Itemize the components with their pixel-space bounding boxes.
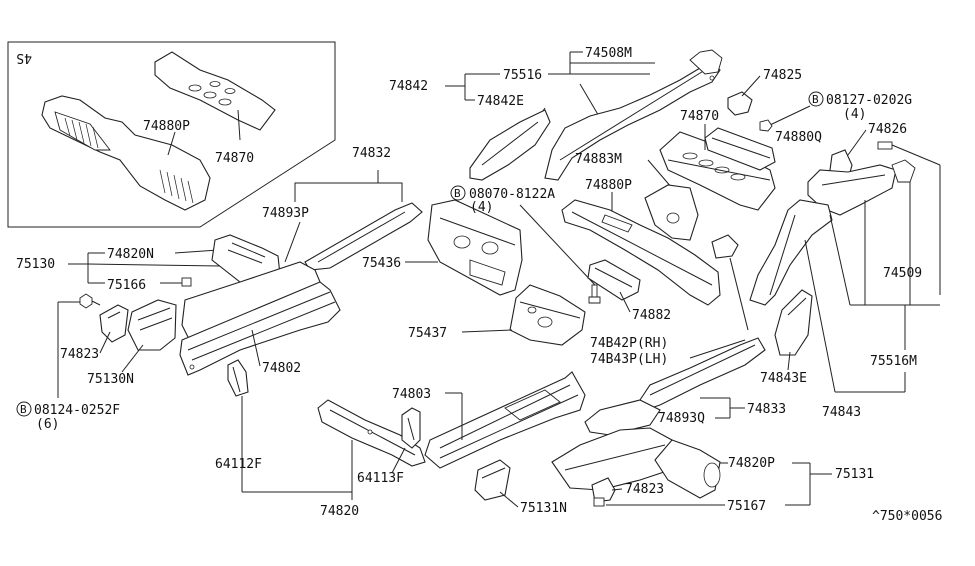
label-74823-left: 74823 xyxy=(60,347,99,362)
inset-floor-part xyxy=(41,95,211,211)
part-75436 xyxy=(427,199,523,296)
label-75130: 75130 xyxy=(16,257,55,272)
label-74880P-inset: 74880P xyxy=(143,119,190,134)
inset-label: 4S xyxy=(16,50,32,65)
part-74883M xyxy=(644,184,699,241)
label-75437: 75437 xyxy=(408,326,447,341)
label-75131: 75131 xyxy=(835,467,874,482)
part-74820 xyxy=(317,399,426,467)
part-74843 xyxy=(749,159,916,306)
bolt-08127 xyxy=(759,119,773,132)
part-75166 xyxy=(181,277,192,287)
label-74870-inset: 74870 xyxy=(215,151,254,166)
label-75436: 75436 xyxy=(362,256,401,271)
part-74B42P xyxy=(711,234,739,259)
part-74893Q xyxy=(584,399,661,436)
part-64112F xyxy=(227,359,249,397)
label-74820: 74820 xyxy=(320,504,359,519)
label-08127: 08127-0202G xyxy=(826,93,912,108)
bolt-symbol-icon-3 xyxy=(808,91,824,107)
label-74882: 74882 xyxy=(632,308,671,323)
part-74880P xyxy=(561,199,721,306)
label-74880P: 74880P xyxy=(585,178,632,193)
bolt-08124 xyxy=(79,293,101,309)
label-qty-4b: (4) xyxy=(843,107,866,122)
label-75516: 75516 xyxy=(503,68,542,83)
label-74826: 74826 xyxy=(868,122,907,137)
label-74825: 74825 xyxy=(763,68,802,83)
label-74820N: 74820N xyxy=(107,247,154,262)
part-74880Q xyxy=(704,127,776,171)
label-74883M: 74883M xyxy=(575,152,622,167)
label-74803: 74803 xyxy=(392,387,431,402)
part-74843E xyxy=(774,289,813,356)
label-08070: 08070-8122A xyxy=(469,187,555,202)
part-74820P xyxy=(654,439,721,499)
part-75516 xyxy=(544,49,723,181)
part-74842E xyxy=(469,109,551,181)
inset-4s: 4S 74880P 74870 xyxy=(7,41,336,228)
part-74882 xyxy=(587,259,641,301)
label-64113F: 64113F xyxy=(357,471,404,486)
label-qty-4a: (4) xyxy=(470,200,493,215)
label-74893P: 74893P xyxy=(262,206,309,221)
label-74B42P: 74B42P(RH) xyxy=(590,336,668,351)
part-75130N xyxy=(127,299,177,351)
label-75166: 75166 xyxy=(107,278,146,293)
part-64113F xyxy=(401,407,421,449)
part-74802 xyxy=(179,261,341,376)
part-74870 xyxy=(659,131,776,211)
label-74870: 74870 xyxy=(680,109,719,124)
part-75437 xyxy=(509,284,586,346)
label-75167: 75167 xyxy=(727,499,766,514)
label-75516M: 75516M xyxy=(870,354,917,369)
label-74842: 74842 xyxy=(389,79,428,94)
part-74823-left xyxy=(99,304,129,343)
part-75131N xyxy=(474,459,511,501)
label-08124: 08124-0252F xyxy=(34,403,120,418)
part-74803 xyxy=(424,371,586,469)
label-qty-6: (6) xyxy=(36,417,59,432)
svg-text:B: B xyxy=(454,187,461,200)
svg-text:B: B xyxy=(812,93,819,106)
part-75167 xyxy=(593,497,605,507)
label-74832: 74832 xyxy=(352,146,391,161)
label-74842E: 74842E xyxy=(477,94,524,109)
label-74509: 74509 xyxy=(883,266,922,281)
part-74825 xyxy=(727,91,753,116)
label-74508M: 74508M xyxy=(585,46,632,61)
label-74B43P: 74B43P(LH) xyxy=(590,352,668,367)
label-74893Q: 74893Q xyxy=(658,411,705,426)
bolt-08070 xyxy=(588,284,601,304)
label-74833: 74833 xyxy=(747,402,786,417)
label-75130N: 75130N xyxy=(87,372,134,387)
label-74880Q: 74880Q xyxy=(775,130,822,145)
bolt-symbol-icon-2 xyxy=(450,185,466,201)
label-74843E: 74843E xyxy=(760,371,807,386)
label-74820P: 74820P xyxy=(728,456,775,471)
label-74802: 74802 xyxy=(262,361,301,376)
clip-right-top xyxy=(877,141,893,150)
label-74843: 74843 xyxy=(822,405,861,420)
label-75131N: 75131N xyxy=(520,501,567,516)
svg-text:B: B xyxy=(20,403,27,416)
bolt-symbol-icon xyxy=(16,401,32,417)
label-64112F: 64112F xyxy=(215,457,262,472)
label-74823-right: 74823 xyxy=(625,482,664,497)
inset-rail-part xyxy=(154,51,276,141)
part-74833 xyxy=(639,337,766,411)
footer-code: ^750*0056 xyxy=(872,509,942,524)
